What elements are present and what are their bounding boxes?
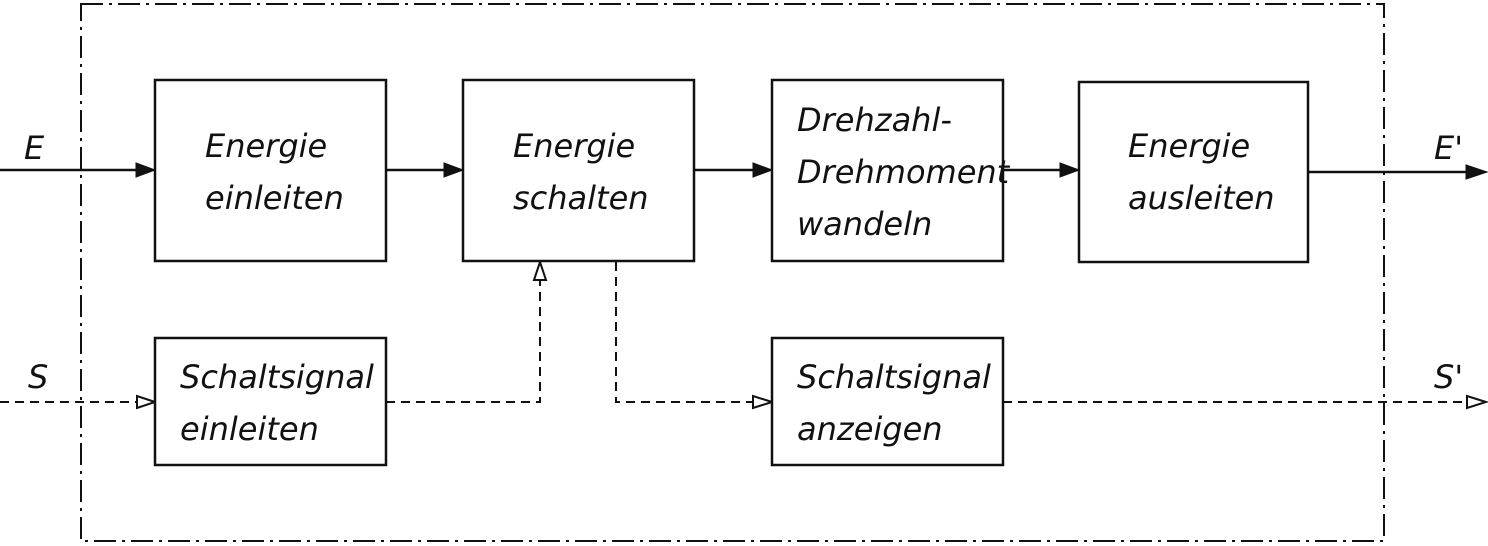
block-energie-schalten-line-1: Energie — [513, 127, 635, 165]
block-energie-schalten-box — [461, 78, 696, 263]
block-schaltsignal-anzeigen-box — [770, 336, 1005, 467]
energy-in-arrowhead — [135, 162, 157, 178]
energy-arrowhead-2 — [752, 162, 774, 178]
energy-out-arrowhead — [1465, 164, 1488, 180]
energy-input-label: E — [24, 129, 45, 167]
block-energie-einleiten: Energie einleiten — [153, 78, 388, 263]
block-schaltsignal-einleiten-box — [153, 336, 388, 467]
block-energie-einleiten-box — [153, 78, 388, 263]
block-energie-ausleiten-line-2: ausleiten — [1128, 179, 1275, 217]
block-energie-einleiten-line-2: einleiten — [205, 179, 344, 217]
block-energie-ausleiten-box — [1077, 80, 1310, 264]
block-energie-ausleiten-line-1: Energie — [1128, 127, 1250, 165]
signal-out-arrowhead — [1466, 394, 1488, 410]
signal-to-display-line — [615, 262, 753, 403]
signal-flow — [0, 258, 1488, 410]
signal-input-label: S — [28, 358, 48, 396]
energy-arrowhead-1 — [443, 162, 465, 178]
block-energie-ausleiten: Energie ausleiten — [1077, 80, 1310, 264]
block-schaltsignal-anzeigen: Schaltsignal anzeigen — [770, 336, 1005, 467]
block-drehzahl-line-1: Drehzahl- — [797, 101, 952, 139]
block-schaltsignal-einleiten: Schaltsignal einleiten — [153, 336, 388, 467]
energy-output-label: E' — [1434, 129, 1463, 167]
block-energie-einleiten-line-1: Energie — [205, 127, 327, 165]
system-boundary — [80, 3, 1385, 542]
signal-to-switch-line — [386, 280, 541, 403]
block-schaltsignal-einleiten-line-2: einleiten — [180, 410, 319, 448]
energy-arrowhead-3 — [1059, 162, 1081, 178]
signal-output-label: S' — [1434, 358, 1463, 396]
block-schaltsignal-einleiten-line-1: Schaltsignal — [180, 358, 374, 396]
block-energie-schalten: Energie schalten — [461, 78, 696, 263]
block-drehzahl-line-3: wandeln — [797, 205, 932, 243]
block-drehzahl-line-2: Drehmoment — [797, 153, 1011, 191]
signal-to-switch-arrowhead — [532, 258, 548, 281]
energy-flow — [0, 162, 1488, 180]
signal-to-display-arrowhead — [752, 394, 776, 410]
block-drehzahl-drehmoment-wandeln: Drehzahl- Drehmoment wandeln — [770, 78, 1011, 263]
block-drehzahl-drehmoment-wandeln-box — [770, 78, 1005, 263]
signal-in-arrowhead — [136, 394, 159, 410]
block-energie-schalten-line-2: schalten — [513, 179, 649, 217]
block-schaltsignal-anzeigen-line-2: anzeigen — [797, 410, 943, 448]
block-schaltsignal-anzeigen-line-1: Schaltsignal — [797, 358, 991, 396]
